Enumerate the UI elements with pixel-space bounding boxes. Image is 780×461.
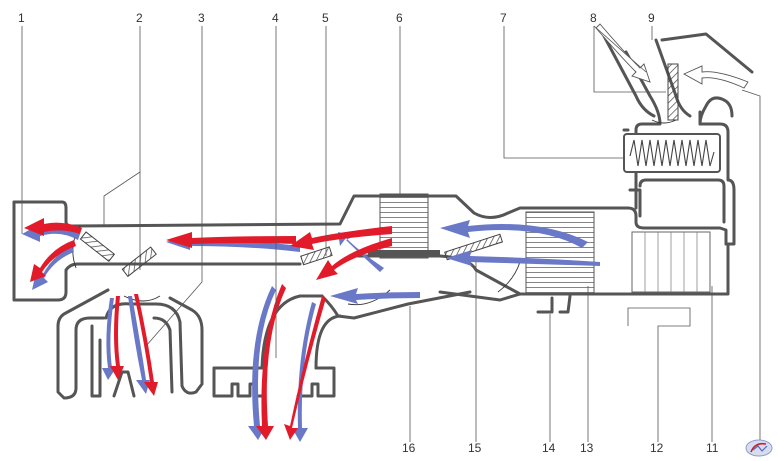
cabin-filter [631, 231, 711, 293]
blend-door [444, 233, 504, 261]
callout-1: 1 [18, 11, 25, 25]
airflow-arrows [22, 23, 749, 442]
callout-3: 3 [198, 11, 205, 25]
callout-6: 6 [396, 11, 403, 25]
callout-16: 16 [402, 441, 416, 455]
vent-door [121, 246, 157, 278]
callout-8: 8 [590, 11, 597, 25]
callout-2: 2 [136, 11, 143, 25]
callout-4: 4 [272, 11, 279, 25]
callout-13: 13 [580, 441, 594, 455]
callout-14: 14 [542, 441, 556, 455]
floor-door [300, 246, 333, 266]
callout-leaders [21, 25, 761, 442]
callout-11: 11 [706, 441, 719, 455]
callout-numbers: 1 2 3 4 5 6 7 8 9 11 12 13 14 15 16 [18, 11, 719, 455]
callout-7: 7 [500, 11, 507, 25]
callout-5: 5 [322, 11, 329, 25]
blower-fan [623, 133, 721, 173]
callout-12: 12 [650, 441, 664, 455]
evaporator [525, 211, 595, 295]
callout-9: 9 [648, 11, 655, 25]
heater-core [379, 193, 429, 259]
brand-logo-icon [745, 439, 773, 457]
recirc-flap [667, 63, 679, 121]
callout-15: 15 [468, 441, 482, 455]
defrost-door [79, 231, 116, 262]
